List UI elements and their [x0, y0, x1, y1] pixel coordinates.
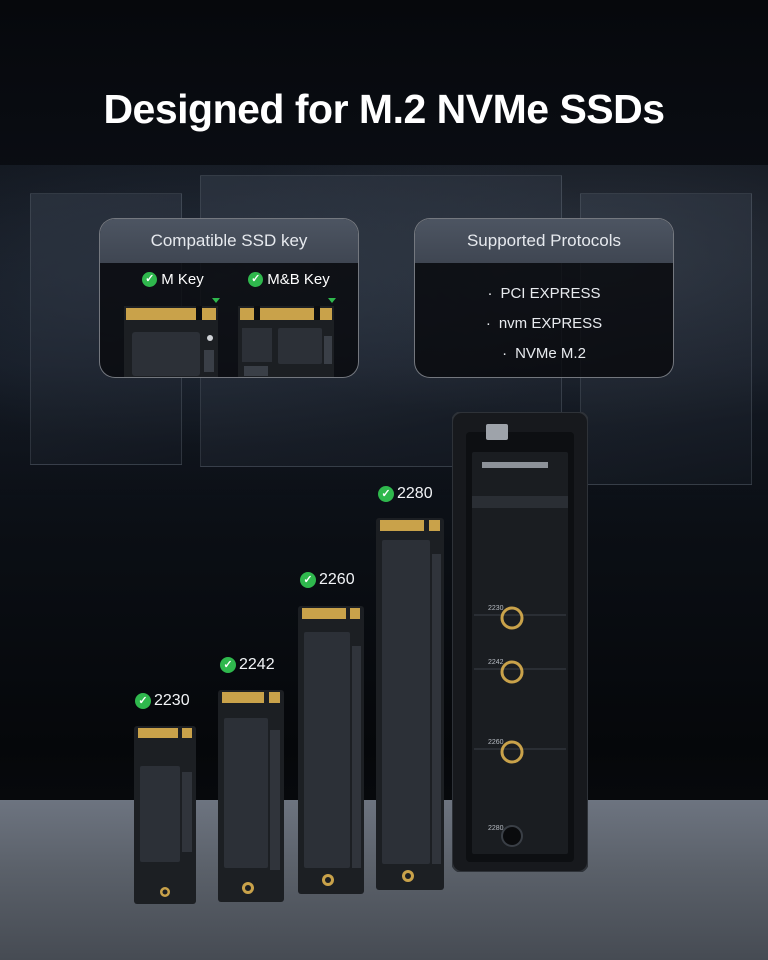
page-headline: Designed for M.2 NVMe SSDs [103, 86, 665, 132]
protocol-item: ·NVMe M.2 [502, 345, 586, 362]
enclosure-mark-2260: 2260 [488, 739, 504, 746]
check-icon: ✓ [248, 272, 264, 287]
check-icon: ✓ [220, 657, 236, 673]
mb-key-option: ✓ M&B Key [234, 271, 344, 377]
compatible-ssd-key-panel: Compatible SSD key ✓ M Key ✓ M&B Key [99, 218, 359, 378]
check-icon: ✓ [142, 272, 158, 287]
mb-key-connector-illustration [238, 298, 336, 377]
m-key-option: ✓ M Key [118, 271, 228, 377]
size-label-2242: ✓ 2242 [220, 656, 275, 674]
ssd-2280 [376, 518, 444, 890]
protocol-item: ·PCI EXPRESS [487, 285, 601, 302]
size-label-2230: ✓ 2230 [135, 692, 190, 710]
compatible-ssd-key-title: Compatible SSD key [100, 219, 358, 263]
size-label-2280: ✓ 2280 [378, 485, 433, 503]
mb-key-label: M&B Key [267, 271, 330, 288]
check-icon: ✓ [135, 693, 151, 709]
enclosure-mark-2230: 2230 [488, 605, 504, 612]
size-label-2260: ✓ 2260 [300, 571, 355, 589]
enclosure-mark-2242: 2242 [488, 659, 504, 666]
m-key-connector-illustration [124, 298, 220, 377]
protocols-list: ·PCI EXPRESS ·nvm EXPRESS ·NVMe M.2 [415, 279, 673, 369]
m-key-label: M Key [161, 271, 204, 288]
ssd-enclosure: 2230 2242 2260 2280 [452, 412, 588, 872]
check-icon: ✓ [300, 572, 316, 588]
enclosure-mark-2280: 2280 [488, 825, 504, 832]
protocol-item: ·nvm EXPRESS [485, 315, 603, 332]
ssd-2260 [298, 606, 364, 894]
supported-protocols-title: Supported Protocols [415, 219, 673, 263]
supported-protocols-panel: Supported Protocols ·PCI EXPRESS ·nvm EX… [414, 218, 674, 378]
bullet-icon: · [485, 315, 491, 332]
ssd-2230 [134, 726, 196, 904]
bullet-icon: · [487, 285, 493, 302]
check-icon: ✓ [378, 486, 394, 502]
ssd-2242 [218, 690, 284, 902]
bullet-icon: · [502, 345, 508, 362]
